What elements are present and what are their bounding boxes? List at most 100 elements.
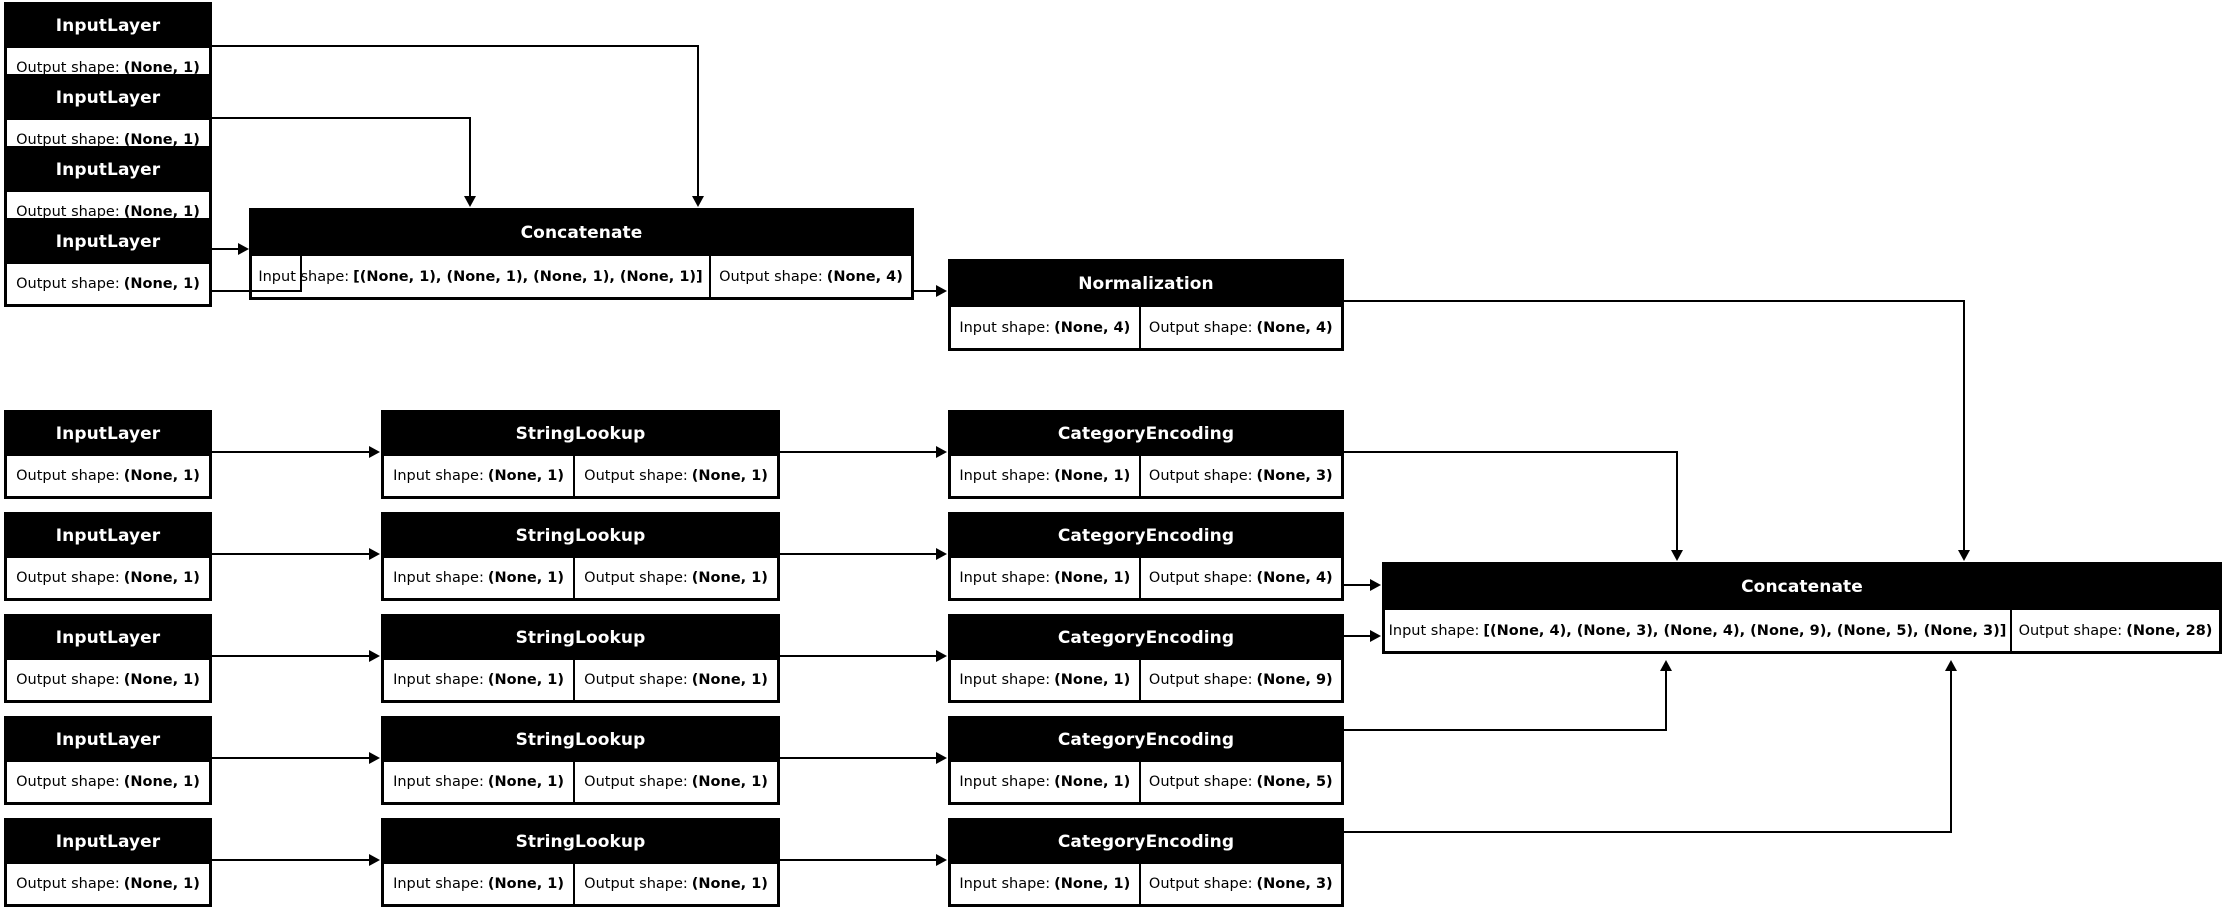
node-title: InputLayer (6, 412, 210, 456)
edge-input2-concat-h (212, 248, 238, 250)
node-title: StringLookup (383, 412, 778, 456)
input-shape-value: (None, 1) (1054, 672, 1131, 688)
node-categoryencoding-1[interactable]: CategoryEncoding Input shape: (None, 1) … (948, 512, 1344, 601)
output-shape-label: Output shape: (719, 268, 823, 285)
edge-cat2-enc-final-arrow (1370, 630, 1381, 642)
input-shape-label: Input shape: (959, 774, 1051, 790)
output-shape-cell: Output shape: (None, 4) (1140, 558, 1342, 598)
node-stringlookup-4[interactable]: StringLookup Input shape: (None, 1) Outp… (381, 818, 780, 907)
input-shape-cell: Input shape: (None, 4) (951, 307, 1139, 348)
input-shape-label: Input shape: (1388, 622, 1480, 639)
input-shape-cell: Input shape: (None, 1) (951, 864, 1139, 904)
node-shape-row: Output shape: (None, 1) (6, 762, 210, 803)
input-shape-label: Input shape: (393, 876, 484, 892)
node-title: InputLayer (6, 718, 210, 762)
output-shape-label: Output shape: (16, 876, 120, 892)
node-categoryencoding-4[interactable]: CategoryEncoding Input shape: (None, 1) … (948, 818, 1344, 907)
edge-cat1-lookup-enc-h (780, 553, 936, 555)
node-inputlayer-cat-4[interactable]: InputLayer Output shape: (None, 1) (4, 818, 212, 907)
edge-norm-final-h (1344, 300, 1965, 302)
output-shape-value: (None, 1) (691, 774, 768, 790)
output-shape-label: Output shape: (584, 672, 688, 688)
edge-input1-concat-arrow (464, 196, 476, 207)
output-shape-label: Output shape: (584, 468, 688, 484)
node-stringlookup-0[interactable]: StringLookup Input shape: (None, 1) Outp… (381, 410, 780, 499)
input-shape-cell: Input shape: [(None, 4), (None, 3), (Non… (1385, 610, 2010, 651)
input-shape-label: Input shape: (959, 672, 1051, 688)
input-shape-label: Input shape: (959, 319, 1051, 336)
output-shape-label: Output shape: (16, 468, 120, 484)
node-shape-row: Input shape: (None, 1) Output shape: (No… (383, 660, 778, 701)
output-shape-cell: Output shape: (None, 28) (2012, 610, 2219, 651)
output-shape-value: (None, 1) (123, 876, 200, 892)
input-shape-value: (None, 1) (487, 672, 565, 688)
edge-cat4-enc-final-h (1344, 831, 1952, 833)
node-title: StringLookup (383, 514, 778, 558)
node-inputlayer-num-3[interactable]: InputLayer Output shape: (None, 1) (4, 218, 212, 307)
output-shape-cell: Output shape: (None, 1) (7, 864, 209, 904)
node-inputlayer-cat-1[interactable]: InputLayer Output shape: (None, 1) (4, 512, 212, 601)
input-shape-value: (None, 1) (1054, 570, 1131, 586)
edge-cat4-enc-final-v (1950, 671, 1952, 833)
input-shape-cell: Input shape: (None, 1) (951, 660, 1139, 700)
node-normalization[interactable]: Normalization Input shape: (None, 4) Out… (948, 259, 1344, 351)
node-shape-row: Input shape: (None, 1) Output shape: (No… (950, 558, 1342, 599)
output-shape-cell: Output shape: (None, 3) (1140, 864, 1342, 904)
node-inputlayer-cat-3[interactable]: InputLayer Output shape: (None, 1) (4, 716, 212, 805)
output-shape-value: (None, 1) (123, 468, 200, 484)
edge-cat3-input-lookup-arrow (369, 752, 380, 764)
input-shape-cell: Input shape: (None, 1) (951, 456, 1139, 496)
output-shape-cell: Output shape: (None, 3) (1140, 456, 1342, 496)
node-categoryencoding-0[interactable]: CategoryEncoding Input shape: (None, 1) … (948, 410, 1344, 499)
node-title: InputLayer (6, 76, 210, 120)
node-inputlayer-cat-0[interactable]: InputLayer Output shape: (None, 1) (4, 410, 212, 499)
node-stringlookup-2[interactable]: StringLookup Input shape: (None, 1) Outp… (381, 614, 780, 703)
output-shape-value: (None, 3) (1256, 468, 1333, 484)
edge-cat1-lookup-enc-arrow (936, 548, 947, 560)
output-shape-cell: Output shape: (None, 1) (575, 864, 778, 904)
edge-cat4-input-lookup-h (212, 859, 369, 861)
node-shape-row: Output shape: (None, 1) (6, 660, 210, 701)
node-shape-row: Input shape: [(None, 1), (None, 1), (Non… (251, 256, 912, 298)
edge-cat0-lookup-enc-h (780, 451, 936, 453)
edge-cat4-input-lookup-arrow (369, 854, 380, 866)
node-concatenate-numeric[interactable]: Concatenate Input shape: [(None, 1), (No… (249, 208, 914, 300)
node-title: Concatenate (251, 210, 912, 256)
output-shape-value: (None, 1) (123, 672, 200, 688)
node-stringlookup-1[interactable]: StringLookup Input shape: (None, 1) Outp… (381, 512, 780, 601)
node-shape-row: Input shape: (None, 1) Output shape: (No… (383, 762, 778, 803)
input-shape-cell: Input shape: (None, 1) (384, 864, 574, 904)
edge-cat3-input-lookup-h (212, 757, 369, 759)
node-title: CategoryEncoding (950, 412, 1342, 456)
input-shape-label: Input shape: (393, 672, 484, 688)
node-categoryencoding-3[interactable]: CategoryEncoding Input shape: (None, 1) … (948, 716, 1344, 805)
node-inputlayer-cat-2[interactable]: InputLayer Output shape: (None, 1) (4, 614, 212, 703)
output-shape-value: (None, 1) (123, 774, 200, 790)
output-shape-value: (None, 4) (1256, 570, 1333, 586)
edge-input1-concat-v (469, 117, 471, 197)
output-shape-cell: Output shape: (None, 4) (711, 256, 911, 297)
output-shape-label: Output shape: (16, 672, 120, 688)
node-title: InputLayer (6, 4, 210, 48)
output-shape-cell: Output shape: (None, 1) (7, 264, 209, 304)
node-categoryencoding-2[interactable]: CategoryEncoding Input shape: (None, 1) … (948, 614, 1344, 703)
output-shape-value: (None, 28) (2126, 622, 2213, 639)
input-shape-cell: Input shape: (None, 1) (951, 762, 1139, 802)
output-shape-value: (None, 5) (1256, 774, 1333, 790)
node-stringlookup-3[interactable]: StringLookup Input shape: (None, 1) Outp… (381, 716, 780, 805)
node-shape-row: Input shape: (None, 1) Output shape: (No… (950, 762, 1342, 803)
input-shape-value: (None, 1) (1054, 774, 1131, 790)
input-shape-label: Input shape: (959, 876, 1051, 892)
input-shape-cell: Input shape: [(None, 1), (None, 1), (Non… (252, 256, 709, 297)
edge-input0-concat-arrow (692, 196, 704, 207)
node-shape-row: Input shape: (None, 1) Output shape: (No… (383, 456, 778, 497)
node-concatenate-final[interactable]: Concatenate Input shape: [(None, 4), (No… (1382, 562, 2222, 654)
output-shape-cell: Output shape: (None, 1) (575, 762, 778, 802)
output-shape-cell: Output shape: (None, 1) (7, 660, 209, 700)
edge-concat-norm-arrow (936, 285, 947, 297)
output-shape-label: Output shape: (16, 60, 120, 76)
input-shape-value: [(None, 4), (None, 3), (None, 4), (None,… (1483, 622, 2007, 639)
edge-cat2-input-lookup-h (212, 655, 369, 657)
output-shape-cell: Output shape: (None, 1) (575, 558, 778, 598)
